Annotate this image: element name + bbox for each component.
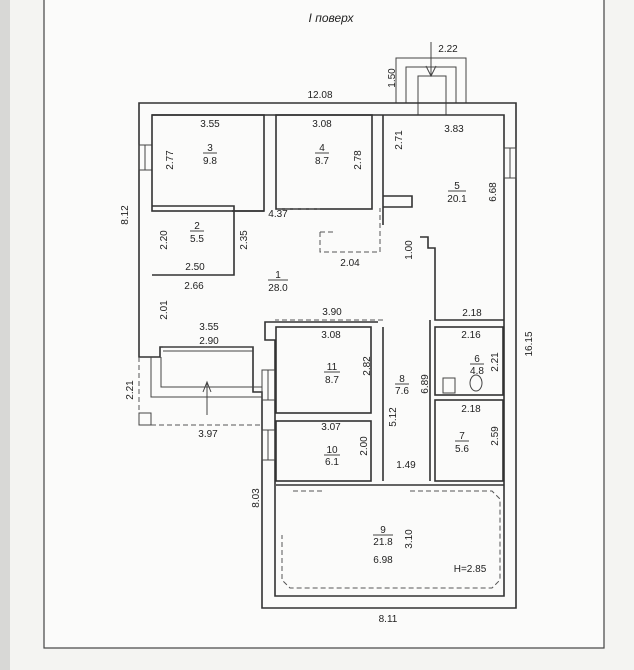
drawing-frame <box>43 0 605 649</box>
svg-text:3.55: 3.55 <box>199 322 219 333</box>
svg-text:3.97: 3.97 <box>198 429 218 440</box>
room-8 <box>276 320 504 486</box>
svg-text:3: 3 <box>207 143 213 154</box>
room-label-9: 921.8 <box>373 525 393 548</box>
inner-wall-line <box>152 114 505 597</box>
svg-text:4.8: 4.8 <box>470 366 484 377</box>
svg-text:3.55: 3.55 <box>200 119 220 130</box>
entrance-steps <box>395 42 467 116</box>
svg-text:5.6: 5.6 <box>455 444 469 455</box>
svg-text:11: 11 <box>327 362 338 373</box>
page-shadow <box>0 0 10 670</box>
svg-text:5: 5 <box>454 181 460 192</box>
svg-text:21.8: 21.8 <box>373 537 393 548</box>
svg-text:8: 8 <box>399 374 405 385</box>
svg-text:2.59: 2.59 <box>490 426 501 446</box>
room-label-3: 39.8 <box>203 143 217 167</box>
svg-text:2.00: 2.00 <box>359 436 370 456</box>
svg-text:12.08: 12.08 <box>307 90 332 101</box>
svg-text:2.71: 2.71 <box>394 130 405 150</box>
svg-text:9.8: 9.8 <box>203 156 217 167</box>
svg-text:2.18: 2.18 <box>462 308 482 319</box>
svg-text:3.08: 3.08 <box>321 330 341 341</box>
svg-text:3.08: 3.08 <box>312 119 332 130</box>
svg-text:1: 1 <box>275 270 281 281</box>
svg-text:H=2.85: H=2.85 <box>454 564 487 575</box>
svg-text:6.98: 6.98 <box>373 555 393 566</box>
svg-text:5.12: 5.12 <box>388 407 399 427</box>
svg-text:8.12: 8.12 <box>120 205 131 225</box>
svg-text:1.49: 1.49 <box>396 460 416 471</box>
terrace <box>138 346 262 426</box>
room-label-2: 25.5 <box>190 221 204 245</box>
room-3 <box>151 114 265 212</box>
svg-text:2.22: 2.22 <box>438 44 458 55</box>
svg-text:2.18: 2.18 <box>461 404 481 415</box>
svg-text:6.68: 6.68 <box>488 182 499 202</box>
svg-text:2.04: 2.04 <box>340 258 360 269</box>
room-11 <box>275 326 372 414</box>
windows <box>138 144 517 461</box>
svg-text:2.77: 2.77 <box>165 150 176 170</box>
room-10 <box>275 420 372 482</box>
room-4 <box>275 114 373 210</box>
svg-text:3.83: 3.83 <box>444 124 464 135</box>
svg-text:2.35: 2.35 <box>239 230 250 250</box>
svg-text:3.90: 3.90 <box>322 307 342 318</box>
outer-wall <box>138 102 517 609</box>
svg-text:3.10: 3.10 <box>404 529 415 549</box>
svg-text:6: 6 <box>474 354 480 365</box>
svg-text:4.37: 4.37 <box>268 209 288 220</box>
dimension-labels: 2.22 12.08 3.55 3.08 3.83 4.37 2.04 2.50… <box>120 44 535 625</box>
svg-text:2.50: 2.50 <box>185 262 205 273</box>
svg-text:2.82: 2.82 <box>362 356 373 376</box>
room-5 <box>382 115 504 321</box>
svg-text:8.7: 8.7 <box>325 375 339 386</box>
svg-text:2.21: 2.21 <box>490 352 501 372</box>
svg-text:16.15: 16.15 <box>524 331 535 356</box>
room-label-7: 75.6 <box>455 431 469 455</box>
svg-text:1.50: 1.50 <box>387 68 398 88</box>
svg-text:8.7: 8.7 <box>315 156 329 167</box>
svg-text:6.1: 6.1 <box>325 457 339 468</box>
room-2 <box>152 205 264 276</box>
room-label-6: 64.8 <box>470 354 484 377</box>
room-label-10: 106.1 <box>324 445 340 468</box>
svg-text:3.07: 3.07 <box>321 422 341 433</box>
svg-text:2.21: 2.21 <box>125 380 136 400</box>
svg-text:5.5: 5.5 <box>190 234 204 245</box>
room-label-8: 87.6 <box>395 374 409 397</box>
svg-text:2.66: 2.66 <box>184 281 204 292</box>
svg-text:2.20: 2.20 <box>159 230 170 250</box>
svg-text:10: 10 <box>326 445 338 456</box>
room-label-11: 118.7 <box>324 362 340 386</box>
svg-text:7.6: 7.6 <box>395 386 409 397</box>
room-9-furniture <box>281 490 501 589</box>
svg-text:8.11: 8.11 <box>379 614 398 625</box>
room-7 <box>434 399 504 482</box>
plan-title: I поверх <box>309 11 355 25</box>
svg-text:2.78: 2.78 <box>353 150 364 170</box>
svg-text:2.90: 2.90 <box>199 336 219 347</box>
svg-text:2: 2 <box>194 221 200 232</box>
svg-text:20.1: 20.1 <box>447 194 467 205</box>
sanitary-fixtures <box>442 374 483 394</box>
room-label-5: 520.1 <box>447 181 467 205</box>
svg-text:7: 7 <box>459 431 465 442</box>
room-label-4: 48.7 <box>315 143 329 167</box>
svg-text:2.01: 2.01 <box>159 300 170 320</box>
room-label-1: 128.0 <box>268 270 288 294</box>
svg-text:9: 9 <box>380 525 386 536</box>
room-1-boundary <box>275 208 383 321</box>
svg-text:6.89: 6.89 <box>420 374 431 394</box>
svg-text:28.0: 28.0 <box>268 283 288 294</box>
room-6 <box>434 326 504 396</box>
svg-text:8.03: 8.03 <box>251 488 262 508</box>
svg-text:4: 4 <box>319 143 325 154</box>
svg-text:2.16: 2.16 <box>461 330 481 341</box>
svg-text:1.00: 1.00 <box>404 240 415 260</box>
